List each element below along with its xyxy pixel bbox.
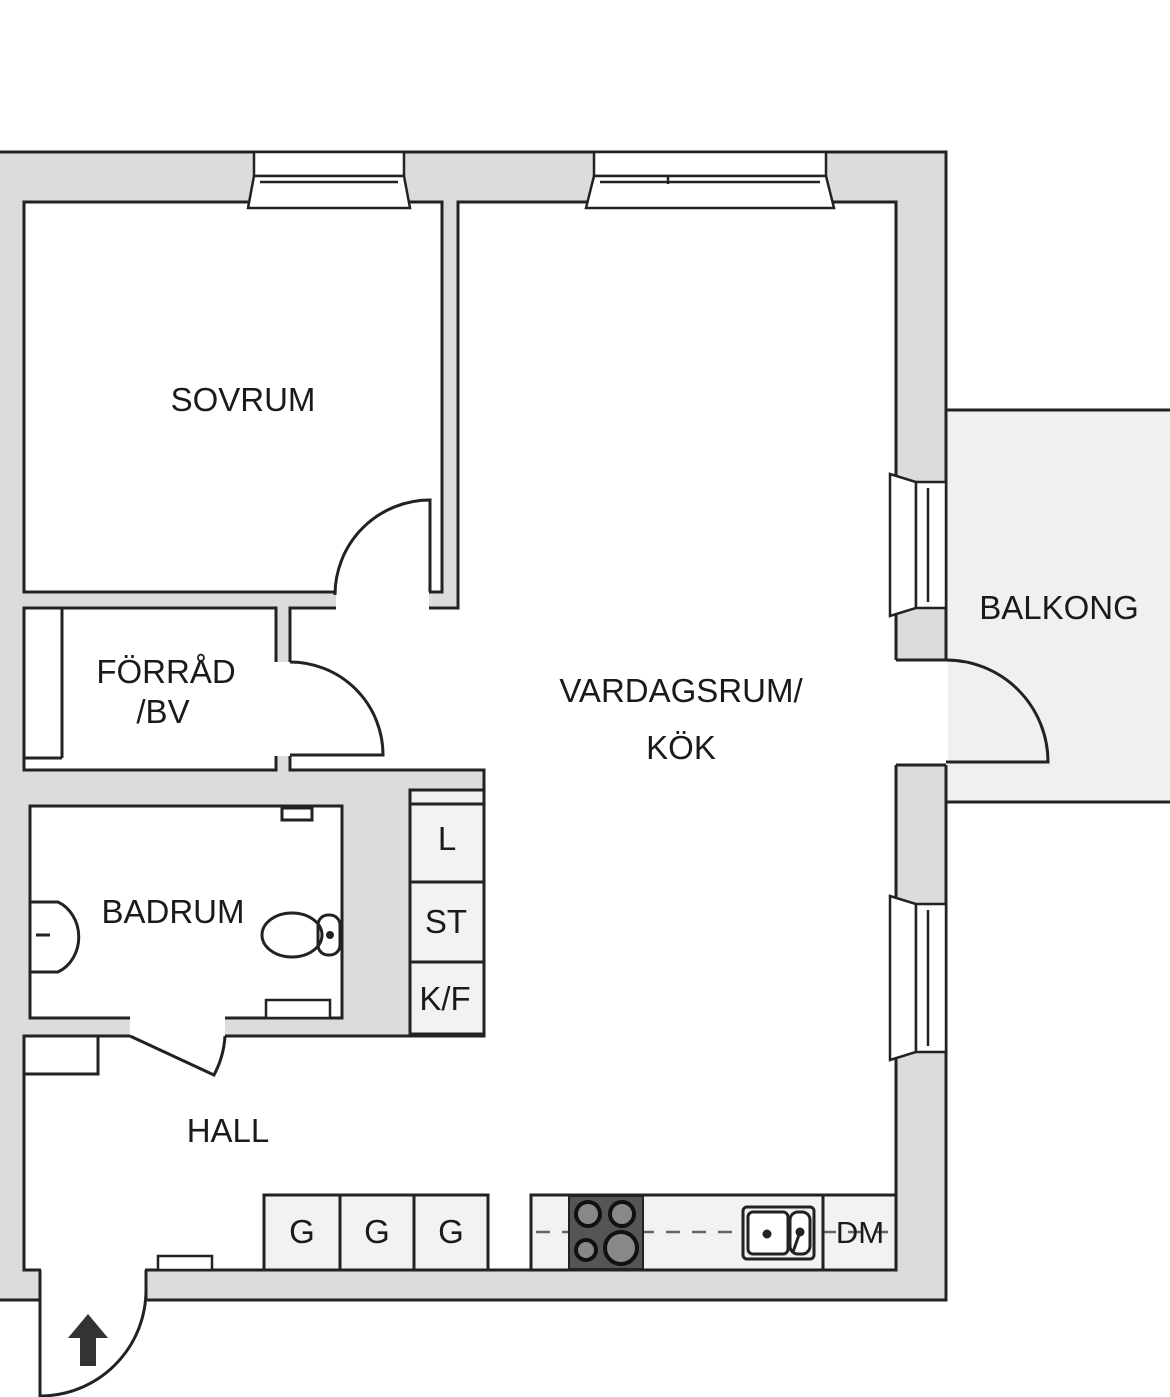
wardrobe-label: G — [289, 1213, 315, 1250]
balcony-area — [944, 408, 1170, 804]
hall-shelf — [22, 1034, 100, 1076]
cabinet-l-label: L — [438, 820, 456, 857]
sovrum-floor — [22, 200, 444, 594]
window — [888, 472, 948, 618]
room-label-badrum: BADRUM — [101, 893, 244, 930]
window — [584, 150, 836, 210]
entrance-door[interactable] — [38, 1270, 148, 1397]
entrance-gap — [41, 1268, 145, 1308]
sovrum-door[interactable] — [333, 498, 432, 596]
room-label-forrad-bv: /BV — [136, 693, 189, 730]
forrad-floor — [22, 606, 278, 772]
forrad-door-gap — [274, 662, 292, 756]
room-label-forrad: FÖRRÅD — [96, 653, 235, 690]
room-label-sovrum: SOVRUM — [171, 381, 316, 418]
shower-fixture — [280, 806, 314, 822]
wardrobes — [262, 1193, 490, 1272]
dishwasher-label: DM — [836, 1215, 884, 1250]
cabinet-st-label: ST — [425, 903, 467, 940]
balcony-door-gap — [894, 660, 948, 765]
cabinet-kf-label: K/F — [419, 980, 470, 1017]
badrum-door[interactable] — [129, 1034, 227, 1077]
stove-icon — [568, 1195, 644, 1270]
room-label-hall: HALL — [187, 1112, 270, 1149]
badrum-door-gap — [130, 1016, 225, 1038]
radiator — [156, 1254, 214, 1272]
bathroom-radiator — [264, 998, 332, 1020]
room-label-kok: KÖK — [646, 729, 716, 766]
room-label-vardagsrum: VARDAGSRUM/ — [559, 672, 803, 709]
sink-fixture — [30, 900, 81, 974]
window — [246, 150, 412, 210]
tall-cabinets — [408, 788, 486, 1036]
kitchen-sink-icon — [741, 1205, 816, 1261]
forrad-door[interactable] — [289, 660, 385, 757]
window — [888, 894, 948, 1062]
toilet-fixture — [260, 911, 342, 959]
room-label-balkong: BALKONG — [979, 589, 1139, 626]
arrow-up-icon — [68, 1314, 108, 1366]
wardrobe-label: G — [438, 1213, 464, 1250]
balcony-door[interactable] — [945, 658, 1050, 764]
wardrobe-label: G — [364, 1213, 390, 1250]
sovrum-door-gap — [336, 590, 429, 610]
